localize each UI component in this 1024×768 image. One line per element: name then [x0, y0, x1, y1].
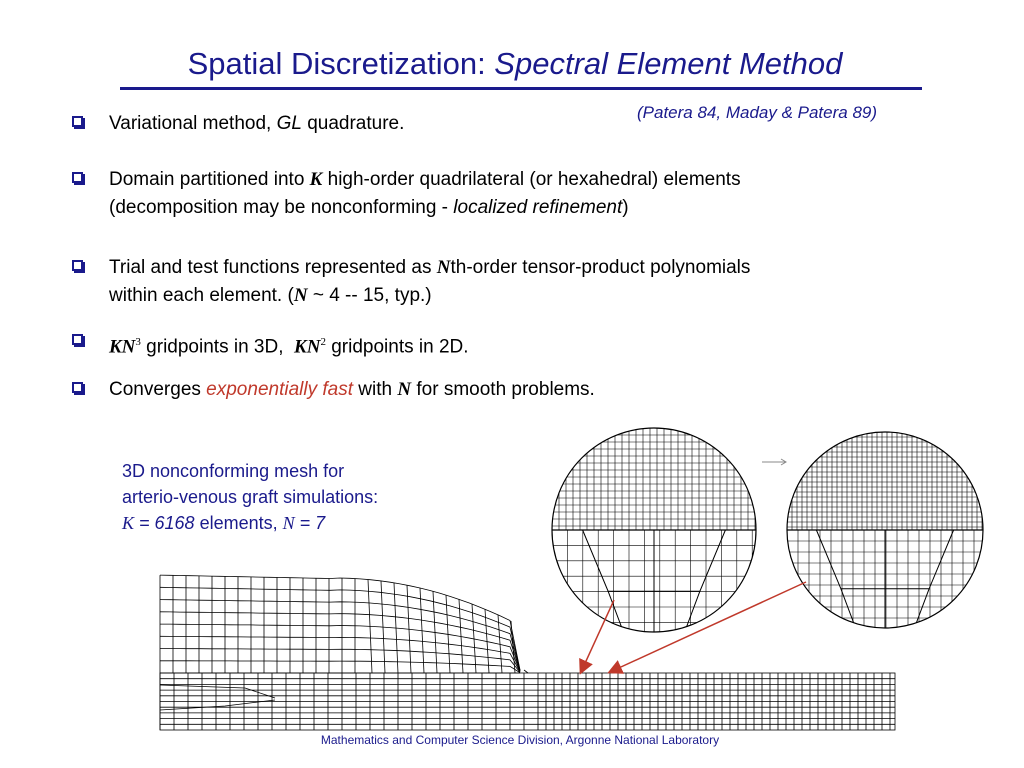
bullet-2-k: K	[309, 169, 323, 190]
checkbox-bullet-icon	[72, 334, 83, 345]
bullet-3-text: Trial and test functions represented as …	[109, 254, 750, 310]
title-italic: Spectral Element Method	[494, 46, 843, 81]
caption-line-1: 3D nonconforming mesh for	[122, 461, 345, 481]
bullet-2-pre: Domain partitioned into	[109, 169, 310, 190]
bullet-1-pre: Variational method,	[109, 113, 277, 134]
caption-n-val: = 7	[294, 513, 326, 533]
bullet-3-n2: N	[293, 285, 308, 306]
circle-boundary	[551, 427, 757, 633]
bullet-4-kn2: KN	[294, 336, 321, 358]
checkbox-bullet-icon	[72, 116, 83, 127]
bullet-1-gl: GL	[276, 113, 302, 134]
bullet-5-text: Converges exponentially fast with N for …	[109, 376, 595, 404]
mesh-lines	[159, 574, 896, 731]
bullet-5-red: exponentially fast	[206, 379, 353, 400]
bullet-2-post: high-order quadrilateral (or hexahedral)…	[322, 169, 741, 190]
cross-section-mesh-2	[786, 431, 984, 629]
bullet-3-line2-post: ~ 4 -- 15, typ.)	[307, 285, 432, 306]
caption-line-3: K = 6168 elements, N = 7	[122, 510, 378, 536]
bullet-4-sup1: 3	[135, 336, 141, 348]
bullet-3-n: N	[436, 257, 451, 278]
bullet-2-line2-italic: localized refinement	[453, 197, 623, 218]
graft-mesh-2d-figure	[159, 574, 896, 731]
bullet-3-line2-pre: within each element. (	[109, 285, 294, 306]
bullet-5-n: N	[397, 379, 412, 400]
caption-n: N	[282, 513, 295, 533]
caption-line-2: arterio-venous graft simulations:	[122, 487, 379, 507]
checkbox-bullet-icon	[72, 382, 83, 393]
bullet-1-text: Variational method, GL quadrature.	[109, 110, 404, 138]
checkbox-bullet-icon	[72, 260, 83, 271]
caption-mid: elements,	[194, 513, 283, 533]
caption-k-val: = 6168	[134, 513, 195, 533]
bullet-5-mid: with	[353, 379, 398, 400]
bullet-2-line2-post: )	[622, 197, 629, 218]
citation: (Patera 84, Maday & Patera 89)	[637, 103, 878, 122]
bullet-3-pre: Trial and test functions represented as	[109, 257, 437, 278]
bullet-4-kn1: KN	[109, 336, 136, 358]
circle-boundary	[786, 431, 984, 629]
bullet-2-text: Domain partitioned into K high-order qua…	[109, 166, 741, 222]
bullet-2-line2-pre: (decomposition may be nonconforming -	[109, 197, 454, 218]
bullet-5-post: for smooth problems.	[411, 379, 595, 400]
slide-title: Spatial Discretization: Spectral Element…	[0, 46, 1024, 82]
slide-footer: Mathematics and Computer Science Divisio…	[320, 733, 720, 747]
bullet-4-post: gridpoints in 2D.	[325, 336, 469, 358]
arrow-2	[607, 581, 807, 674]
small-arrow-head	[780, 458, 787, 466]
bullet-1-post: quadrature.	[301, 113, 405, 134]
bullet-4-sup2: 2	[320, 336, 326, 348]
mesh-caption: 3D nonconforming mesh for arterio-venous…	[122, 458, 378, 536]
arrow-1	[579, 599, 615, 675]
caption-k: K	[122, 513, 135, 533]
bullet-4-mid: gridpoints in 3D,	[140, 336, 295, 358]
title-underline	[120, 87, 922, 90]
title-plain: Spatial Discretization:	[187, 46, 495, 81]
checkbox-bullet-icon	[72, 172, 83, 183]
cross-section-mesh-1	[551, 427, 757, 633]
bullet-5-pre: Converges	[109, 379, 207, 400]
bullet-3-post: th-order tensor-product polynomials	[450, 257, 751, 278]
bullet-4-text: KN3 gridpoints in 3D, KN2 gridpoints in …	[109, 328, 469, 361]
